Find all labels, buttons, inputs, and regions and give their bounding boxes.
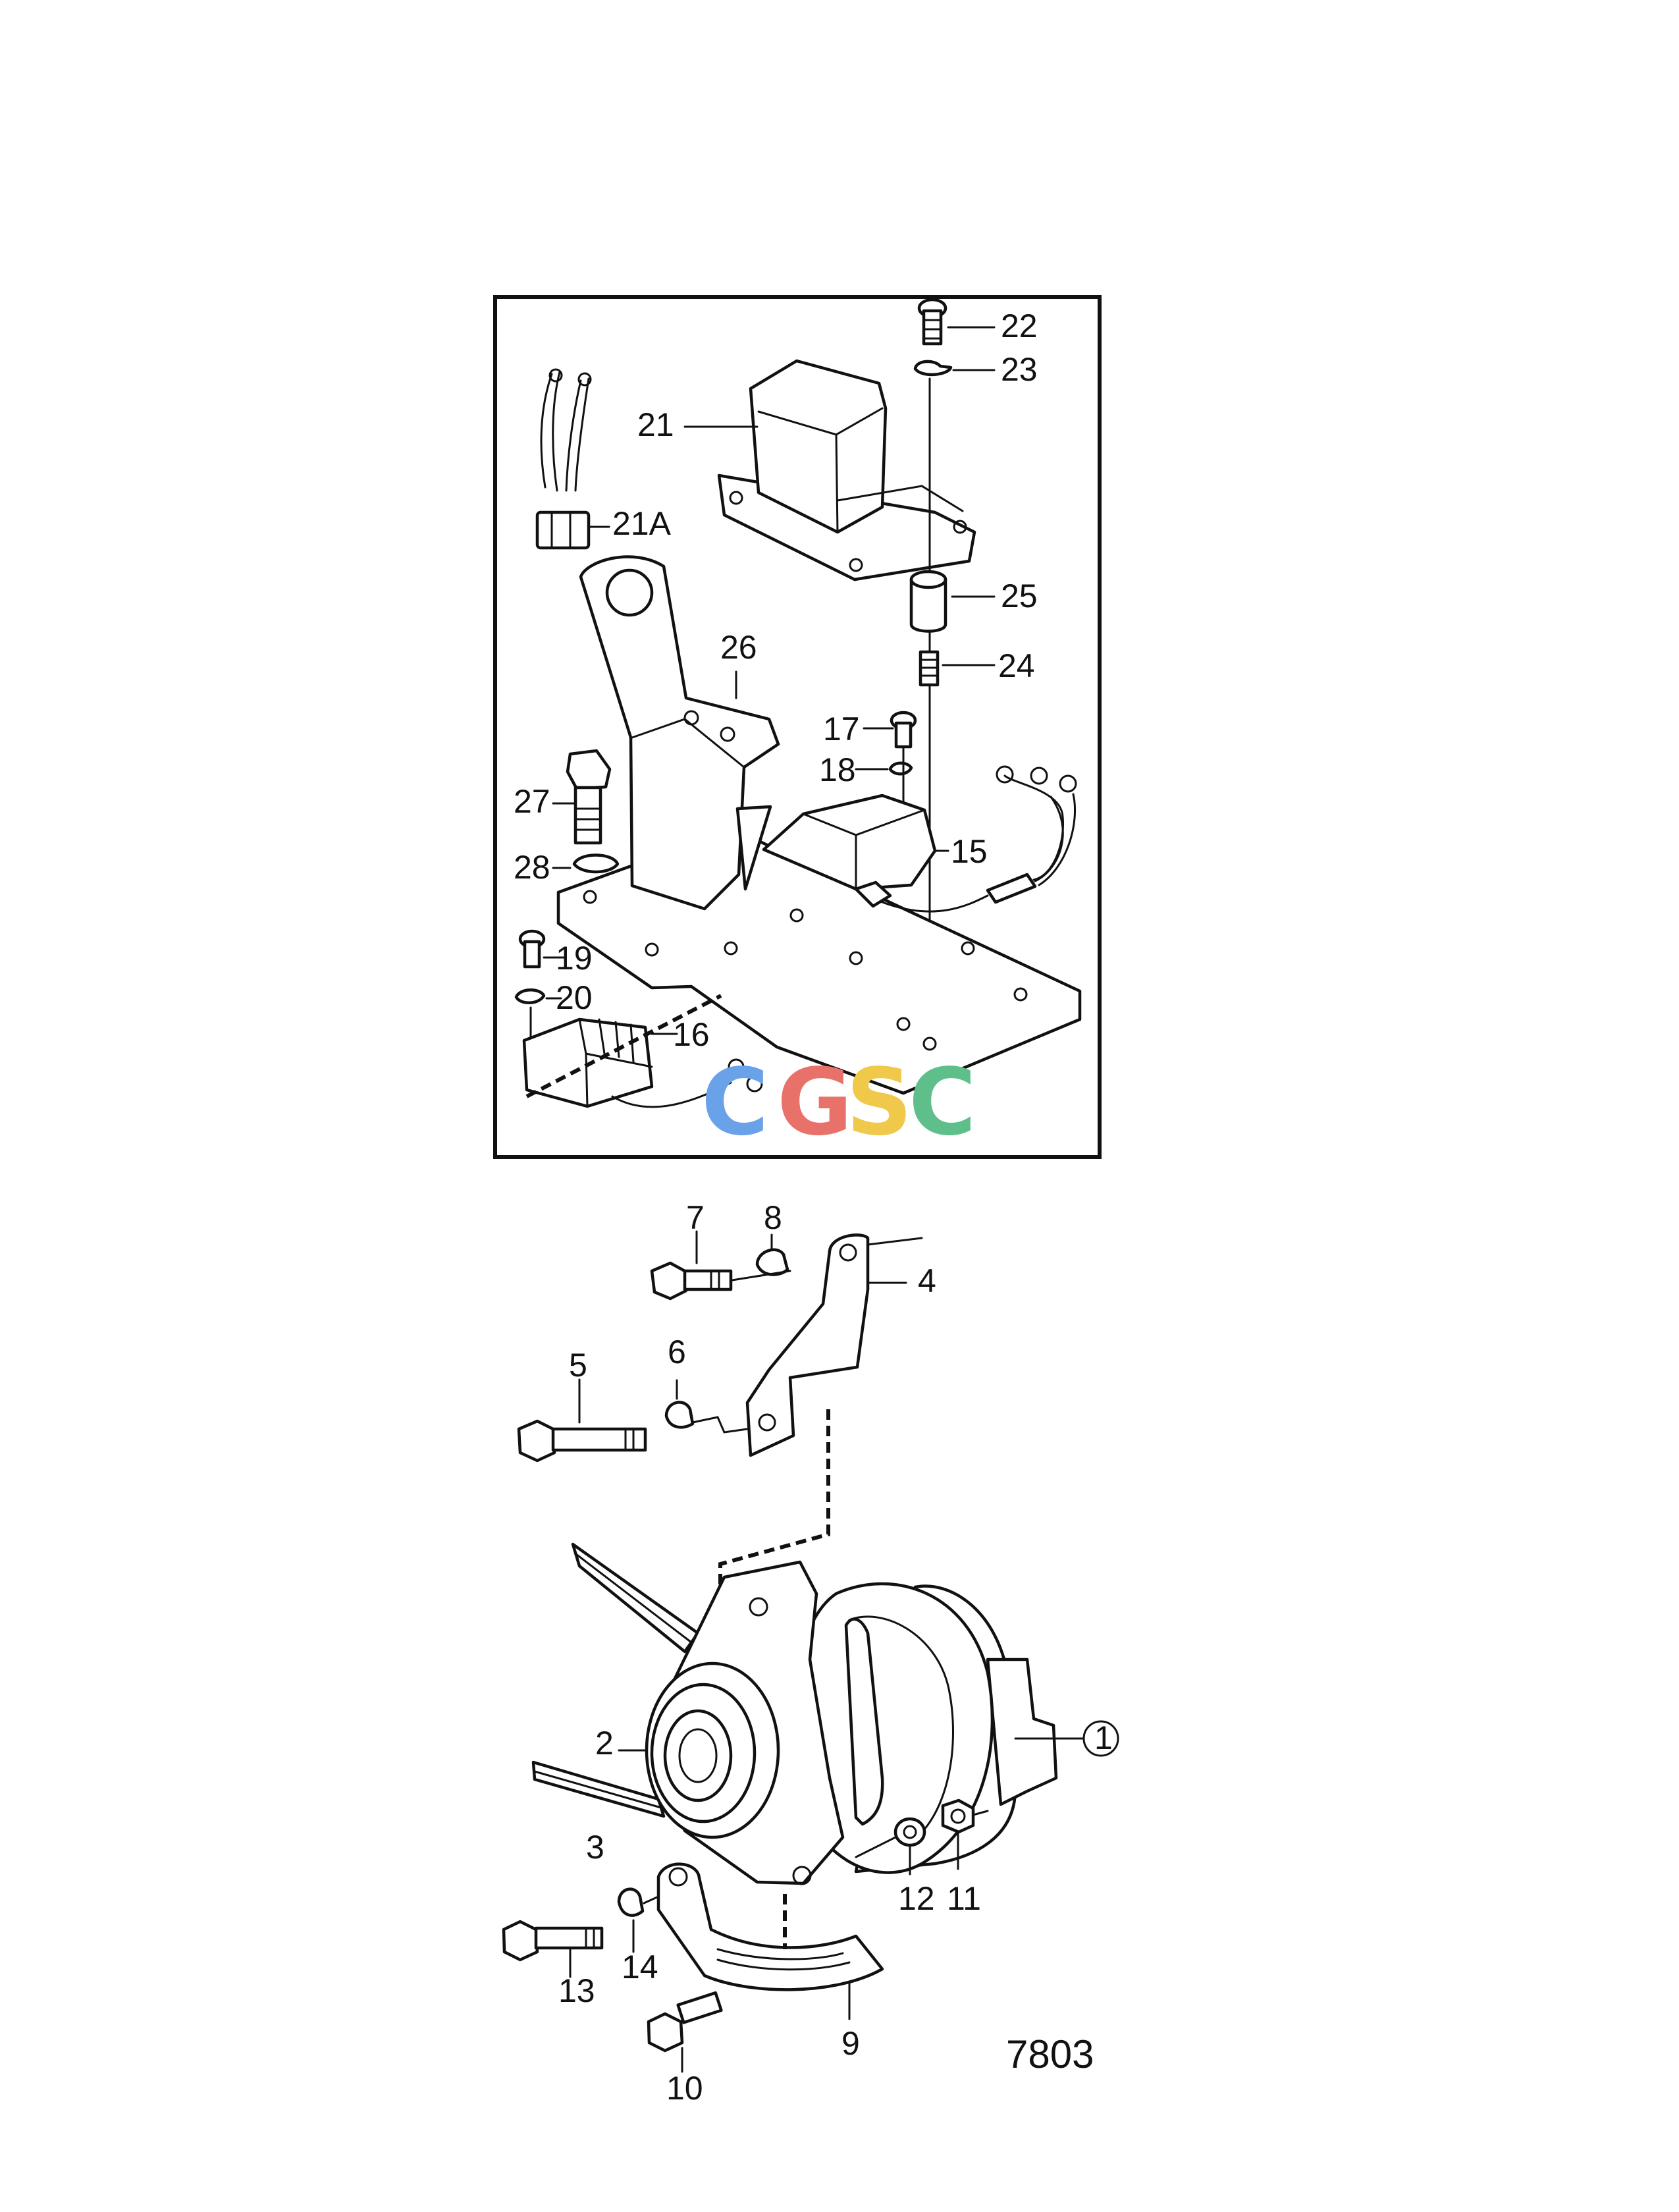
mounting-bracket-26 xyxy=(579,555,780,911)
label-6: 6 xyxy=(668,1334,686,1370)
label-2: 2 xyxy=(595,1725,614,1762)
watermark-letter-1: C xyxy=(701,1049,769,1156)
pulley-2 xyxy=(618,1661,780,1839)
watermark-letter-3: S xyxy=(846,1049,913,1156)
label-18: 18 xyxy=(819,751,856,788)
figure-number: 7803 xyxy=(1006,2032,1094,2076)
assembly-path-dashed xyxy=(525,994,722,1098)
label-25: 25 xyxy=(1001,578,1038,614)
label-19: 19 xyxy=(556,940,593,977)
label-17: 17 xyxy=(823,711,860,747)
watermark-cgsc: C G S C xyxy=(701,1049,976,1156)
label-9: 9 xyxy=(841,2025,860,2062)
washer-12-nut-11 xyxy=(855,1798,989,1875)
assembly-path-dashed-upper xyxy=(718,1409,830,1613)
label-26: 26 xyxy=(720,629,757,666)
label-10: 10 xyxy=(666,2070,703,2107)
adjusting-arm-9 xyxy=(656,1862,884,2020)
label-23: 23 xyxy=(1001,351,1038,388)
drive-belt-3 xyxy=(531,1542,700,1818)
spacer-25-stud-24 xyxy=(909,570,996,687)
upper-panel: 22 23 21 21A 25 24 26 17 18 15 27 28 19 … xyxy=(493,295,1102,1159)
screw-17-washer-18-module-15 xyxy=(762,711,1077,913)
bolt-10 xyxy=(647,1991,723,2073)
label-21a: 21A xyxy=(612,505,672,542)
label-3: 3 xyxy=(586,1829,604,1866)
control-box-21 xyxy=(683,359,976,581)
lower-assembly: 7 8 4 5 6 1 2 3 12 11 13 14 9 10 7803 xyxy=(502,1199,1119,2107)
label-28: 28 xyxy=(514,849,550,886)
label-13: 13 xyxy=(558,1972,595,2009)
bolt-27-washer-28 xyxy=(552,749,620,874)
watermark-letter-4: C xyxy=(909,1049,976,1156)
label-21: 21 xyxy=(637,406,674,443)
label-14: 14 xyxy=(622,1949,658,1985)
label-1: 1 xyxy=(1094,1719,1113,1756)
label-7: 7 xyxy=(686,1199,705,1236)
label-11: 11 xyxy=(947,1880,981,1917)
bolt-7-washer-8 xyxy=(650,1230,791,1301)
label-16: 16 xyxy=(673,1016,710,1053)
panel-frame xyxy=(493,295,1102,1159)
label-24: 24 xyxy=(998,647,1035,684)
watermark-letter-2: G xyxy=(777,1049,853,1156)
label-4: 4 xyxy=(918,1262,936,1299)
label-5: 5 xyxy=(569,1347,587,1384)
alternator-1 xyxy=(656,1560,1119,1885)
bolt-13-washer-14 xyxy=(502,1887,660,1978)
label-20: 20 xyxy=(556,979,593,1016)
label-15: 15 xyxy=(951,833,988,870)
label-8: 8 xyxy=(764,1199,782,1236)
label-12: 12 xyxy=(898,1880,935,1917)
label-27: 27 xyxy=(514,783,550,820)
bolt-5-washer-6 xyxy=(517,1378,749,1463)
bracket-4 xyxy=(745,1233,923,1457)
wiring-connector-21a xyxy=(535,368,610,550)
label-22: 22 xyxy=(1001,308,1038,344)
